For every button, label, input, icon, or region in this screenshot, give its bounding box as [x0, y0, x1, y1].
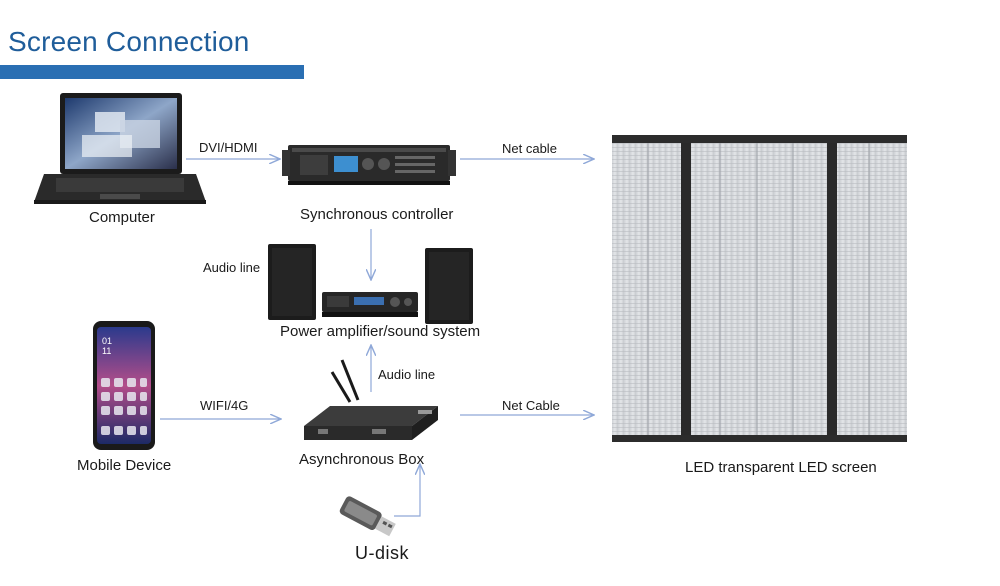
usb-disk-icon	[339, 496, 396, 537]
sync-controller-label: Synchronous controller	[300, 206, 454, 223]
edge-label-net-cable-top: Net cable	[502, 141, 557, 156]
edge-label-dvi-hdmi: DVI/HDMI	[199, 140, 258, 155]
left-speaker-icon	[268, 244, 316, 320]
laptop-icon	[34, 93, 206, 204]
sync-controller-device-icon	[282, 145, 456, 185]
async-box-icon	[304, 359, 438, 440]
phone-time-hour: 01	[102, 336, 112, 346]
led-screen-label: LED transparent LED screen	[685, 459, 877, 476]
edge-label-audio-line-left: Audio line	[203, 260, 261, 275]
page-title: Screen Connection	[8, 26, 250, 57]
async-box-label: Asynchronous Box	[299, 451, 425, 468]
title-underline-bar	[0, 65, 304, 79]
arrow-udisk-to-box	[394, 464, 420, 517]
edge-label-net-cable-bottom: Net Cable	[502, 398, 560, 413]
u-disk-label: U-disk	[355, 543, 410, 563]
right-speaker-icon	[425, 248, 473, 324]
led-transparent-screen-icon	[612, 135, 907, 442]
edge-label-wifi-4g: WIFI/4G	[200, 398, 249, 413]
power-amplifier-label: Power amplifier/sound system	[280, 323, 481, 340]
mobile-device-label: Mobile Device	[77, 457, 172, 474]
computer-label: Computer	[89, 209, 155, 226]
edge-label-audio-line-center: Audio line	[378, 367, 436, 382]
mobile-phone-icon: 01 11	[93, 321, 155, 450]
amplifier-icon	[322, 292, 418, 317]
phone-time-minute: 11	[102, 346, 111, 356]
